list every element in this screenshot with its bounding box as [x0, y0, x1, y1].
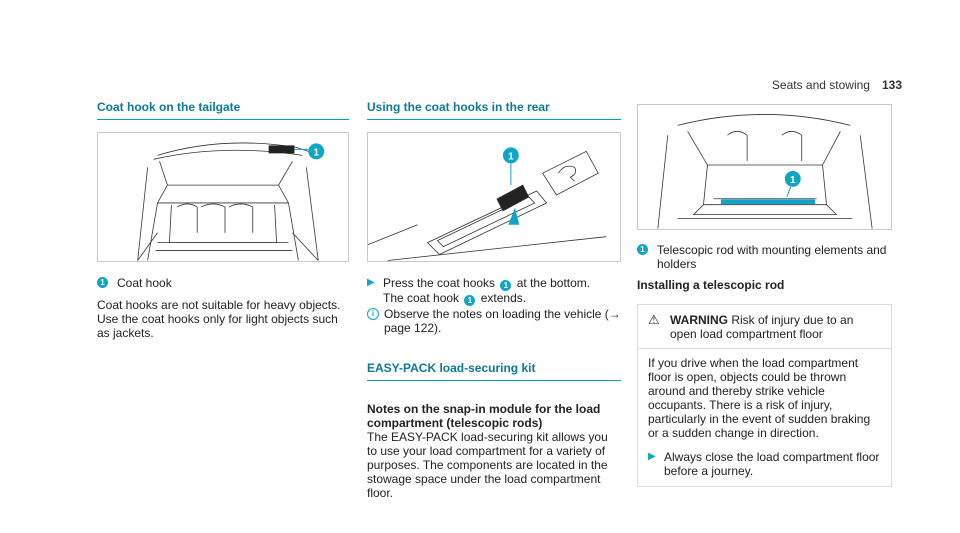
step-arrow-icon: ▶	[648, 451, 656, 462]
warning-body-text: If you drive when the load compartment f…	[648, 356, 871, 440]
numbered-callout-icon: 1	[97, 277, 108, 288]
step-text-part: Press the coat hooks	[383, 276, 496, 290]
loading-note: i Observe the notes on loading the vehic…	[367, 307, 621, 335]
figure-rear-coat-hook: 1	[367, 132, 621, 262]
warning-box: ⚠ WARNING Risk of injury due to an open …	[637, 304, 892, 487]
column-coat-hooks-rear: Using the coat hooks in the rear 1 ▶ Pre…	[367, 100, 621, 500]
column-coat-hook-tailgate: Coat hook on the tailgate 1 1 Coat hook …	[97, 100, 349, 340]
section-title-coat-hooks-rear: Using the coat hooks in the rear	[367, 100, 621, 120]
page-header: Seats and stowing 133	[772, 78, 902, 92]
warning-headline: WARNING Risk of injury due to an open lo…	[670, 313, 881, 341]
warning-triangle-icon: ⚠	[648, 312, 660, 327]
column-telescopic-rod: 1 1 Telescopic rod with mounting element…	[637, 100, 892, 487]
step-text-part: at the bottom.	[516, 276, 591, 290]
warning-step: ▶ Always close the load compartment floo…	[648, 450, 881, 478]
instruction-step: ▶ Press the coat hooks 1 at the bottom. …	[367, 276, 621, 306]
section-title-easy-pack: EASY-PACK load-securing kit	[367, 361, 621, 381]
figure-telescopic-rod: 1	[637, 104, 892, 230]
legend-text: Telescopic rod with mounting elements an…	[657, 243, 887, 271]
svg-text:1: 1	[313, 147, 319, 158]
snap-in-module-heading: Notes on the snap-in module for the load…	[367, 402, 601, 430]
svg-text:1: 1	[790, 175, 796, 186]
note-text[interactable]: Observe the notes on loading the vehicle…	[384, 307, 621, 335]
svg-text:1: 1	[508, 151, 514, 162]
rear-coat-hook-illustration: 1	[368, 147, 607, 261]
coat-hook-body-text: Coat hooks are not suitable for heavy ob…	[97, 298, 341, 340]
numbered-callout-icon: 1	[637, 244, 648, 255]
installing-rod-heading: Installing a telescopic rod	[637, 278, 785, 292]
page-number: 133	[881, 78, 902, 92]
info-icon: i	[367, 308, 379, 320]
section-name: Seats and stowing	[771, 78, 870, 92]
warning-body: If you drive when the load compartment f…	[638, 349, 891, 486]
figure-tailgate-coat-hook: 1	[97, 132, 349, 262]
easy-pack-body-text: The EASY-PACK load-securing kit allows y…	[367, 430, 608, 500]
legend-coat-hook: 1 Coat hook	[97, 276, 349, 290]
numbered-callout-icon: 1	[464, 295, 476, 306]
load-compartment-illustration: 1	[657, 114, 873, 229]
step-text-part: The coat hook	[383, 291, 460, 305]
section-title-coat-hook-tailgate: Coat hook on the tailgate	[97, 100, 349, 120]
legend-telescopic-rod: 1 Telescopic rod with mounting elements …	[637, 243, 892, 271]
step-text: Press the coat hooks 1 at the bottom. Th…	[383, 276, 590, 306]
tailgate-illustration: 1	[137, 142, 325, 261]
warning-headline-text: Risk of injury due to an open load compa…	[670, 313, 854, 341]
step-arrow-icon: ▶	[367, 277, 375, 288]
warning-word: WARNING	[670, 313, 728, 327]
warning-header: ⚠ WARNING Risk of injury due to an open …	[638, 305, 891, 349]
legend-text: Coat hook	[117, 276, 172, 290]
numbered-callout-icon: 1	[500, 280, 512, 291]
warning-step-text: Always close the load compartment floor …	[664, 450, 880, 478]
step-text-part: extends.	[480, 291, 527, 305]
